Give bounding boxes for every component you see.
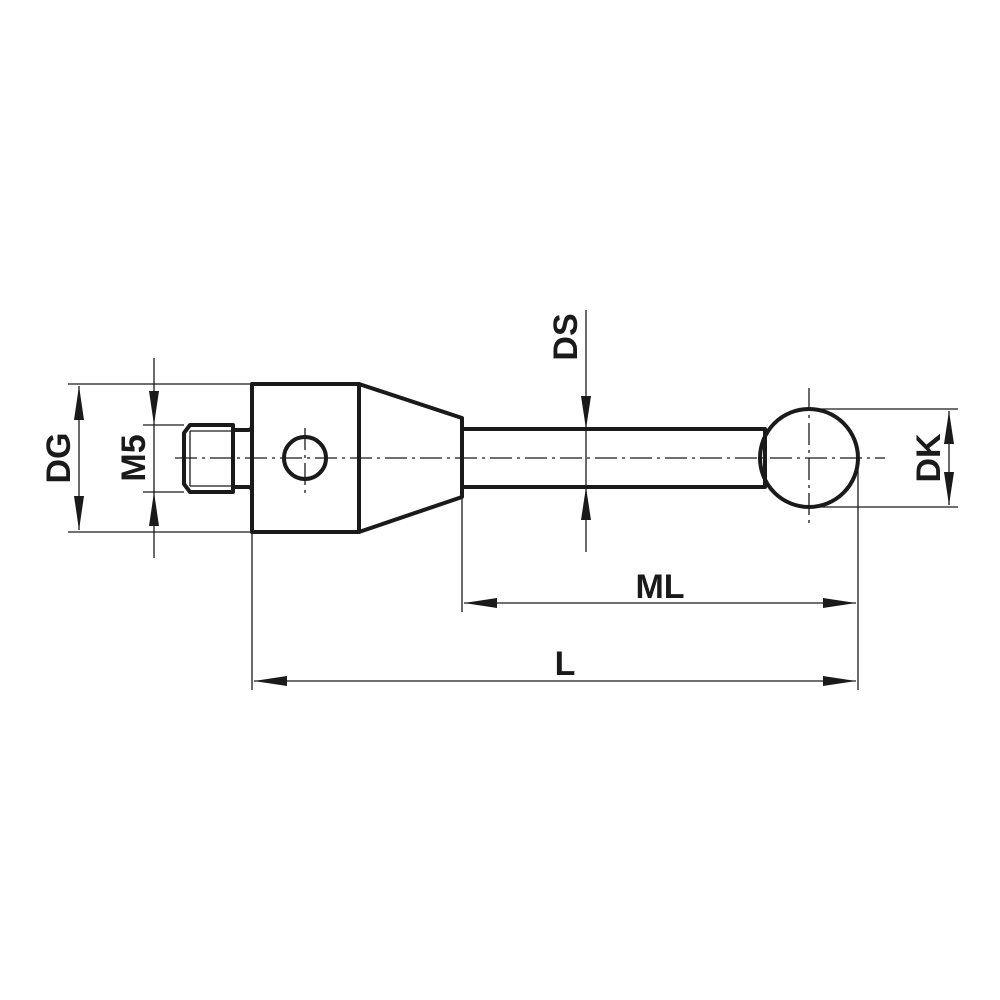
cone (358, 382, 464, 534)
stem (462, 427, 767, 489)
cross-hole (282, 435, 328, 481)
dim-dk: DK (910, 411, 954, 505)
dim-dg: DG (40, 386, 84, 530)
extension-lines (68, 383, 958, 690)
dim-ml: ML (464, 568, 856, 608)
label-l: L (555, 645, 576, 683)
body-cylinder (250, 382, 361, 534)
dim-ds: DS (547, 310, 591, 552)
thread-m5 (182, 423, 235, 494)
dim-m5: M5 (115, 358, 159, 558)
label-ml: ML (635, 568, 684, 606)
label-ds: DS (547, 313, 585, 360)
dim-l: L (254, 645, 856, 686)
label-dg: DG (40, 433, 78, 484)
label-m5: M5 (115, 434, 153, 481)
label-dk: DK (910, 433, 948, 483)
